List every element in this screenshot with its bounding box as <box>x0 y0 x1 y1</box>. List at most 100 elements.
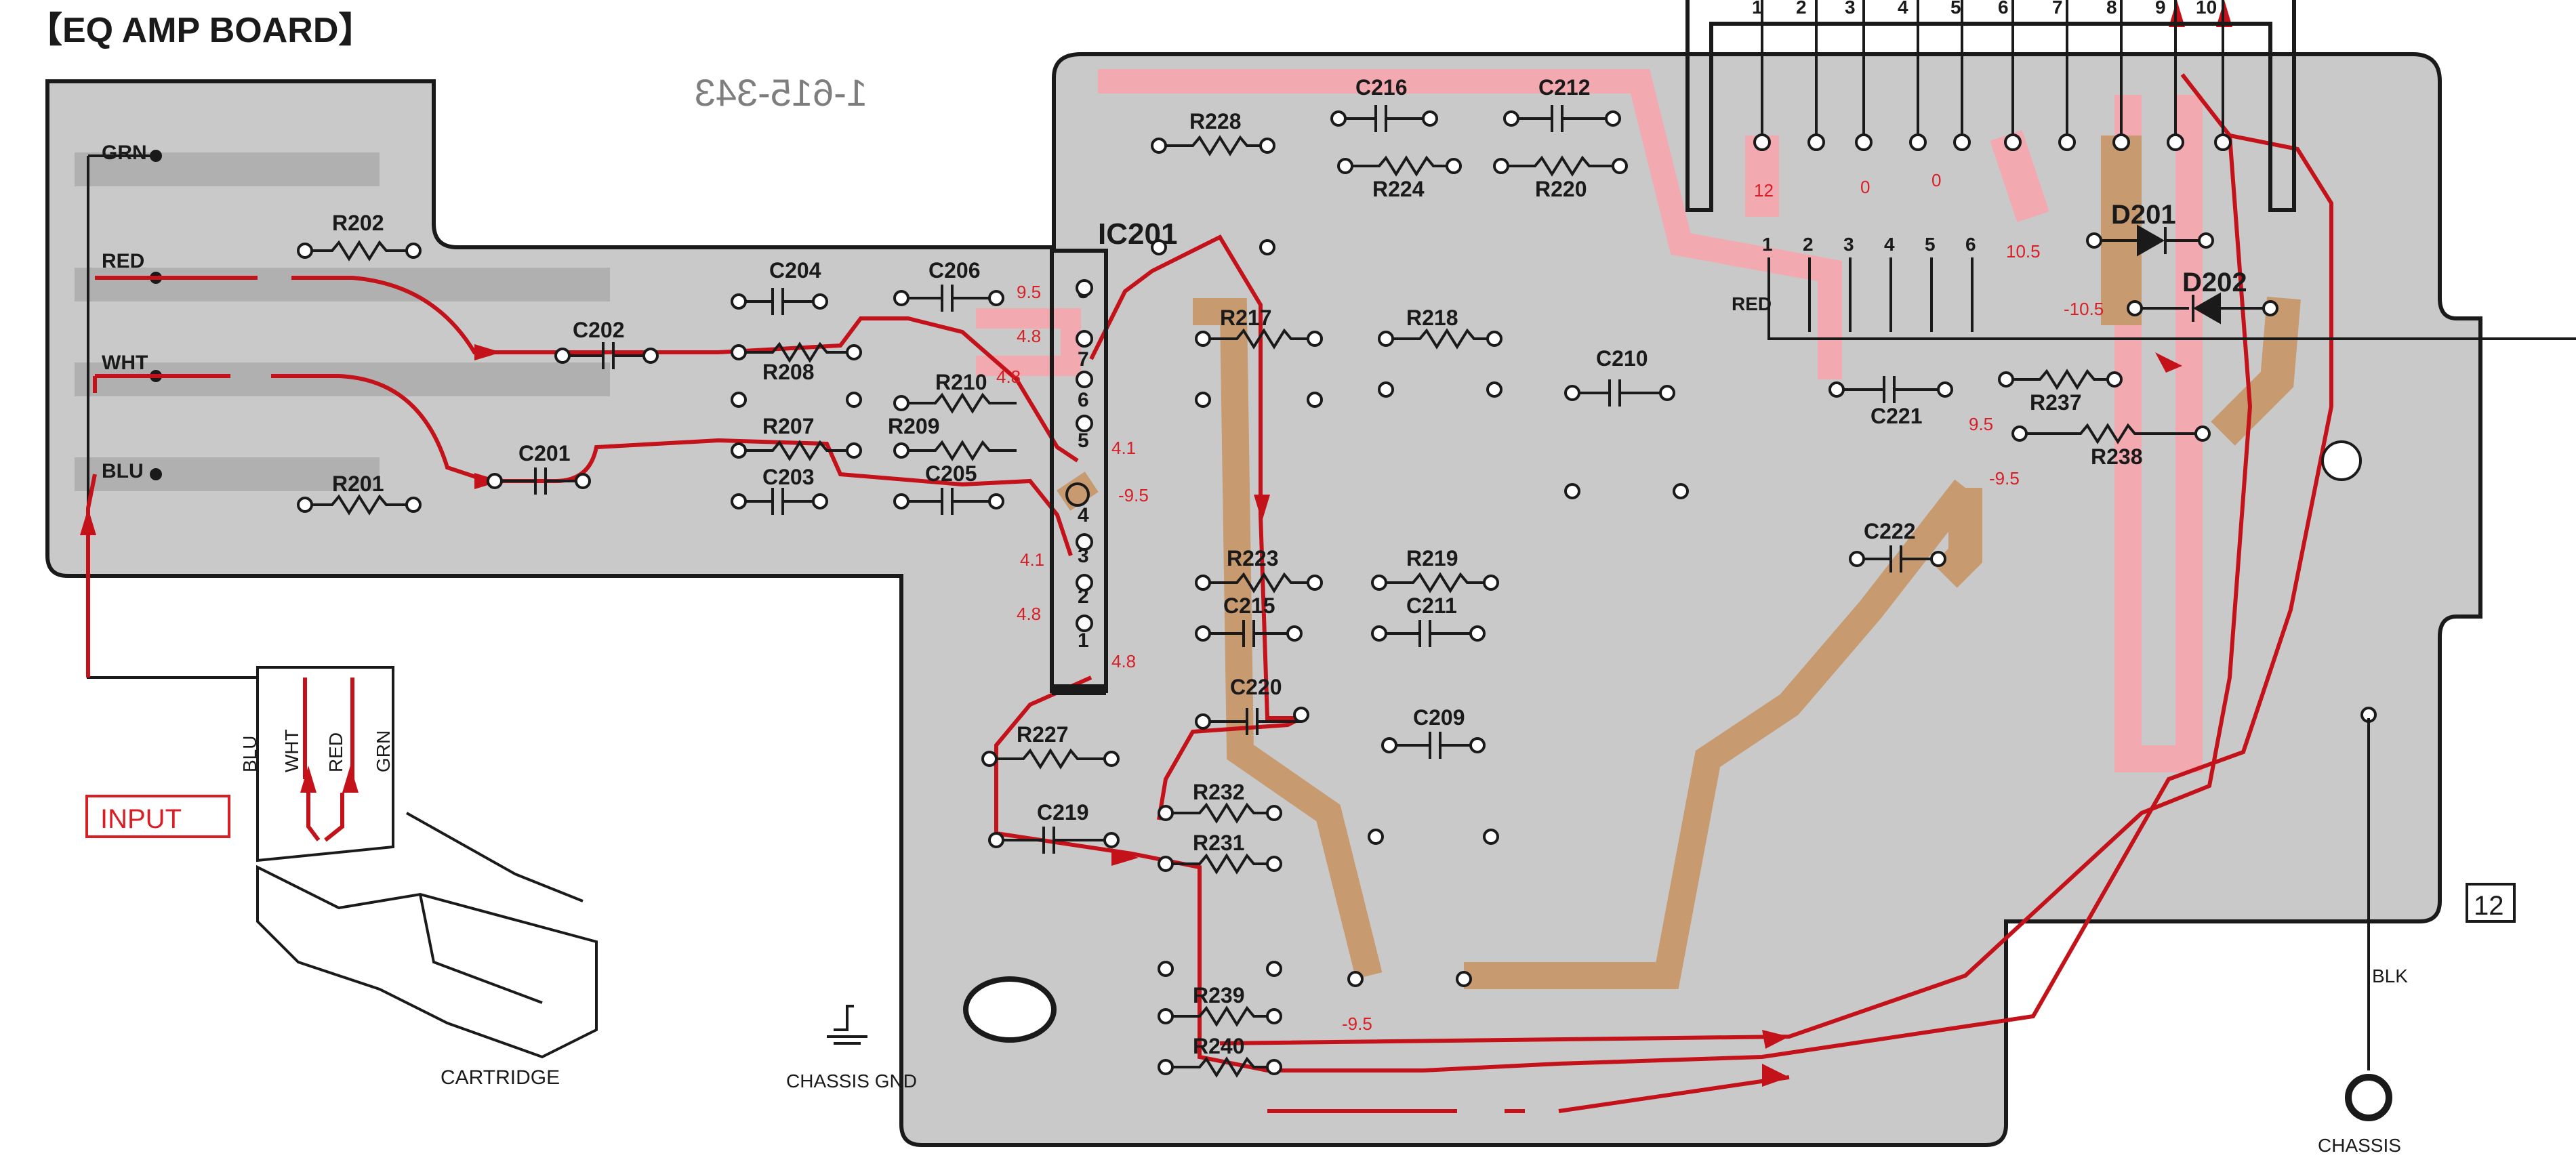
r218-label: R218 <box>1406 306 1458 330</box>
c222-label: C222 <box>1864 519 1916 543</box>
c201-label: C201 <box>518 441 571 465</box>
ic-pin-pad-3 <box>1076 533 1093 551</box>
signal-arrow-10 <box>2155 352 2182 373</box>
r239-label: R239 <box>1193 983 1245 1007</box>
c220-label: C220 <box>1230 675 1282 699</box>
wire-label-wht: WHT <box>102 352 148 374</box>
chassis-gnd-symbol <box>827 1005 867 1045</box>
signal-arrow-4 <box>1254 495 1270 522</box>
signal-red-path <box>95 276 1079 463</box>
ic-pin-pad-6 <box>1076 371 1093 388</box>
cartridge-signal-wires <box>303 678 354 842</box>
cartridge-body <box>256 812 598 1059</box>
wire-label-blu: BLU <box>102 460 144 482</box>
chassis-terminal <box>2345 1074 2392 1121</box>
c210-label: C210 <box>1596 346 1648 371</box>
input-box <box>85 795 230 838</box>
conn-pin-8: 8 <box>2106 0 2117 18</box>
red-label-conn: RED <box>1732 293 1772 314</box>
c212-label: C212 <box>1538 75 1591 100</box>
c206-label: C206 <box>928 258 981 283</box>
conn-pin-10: 10 <box>2196 0 2217 18</box>
c205-label: C205 <box>925 461 977 486</box>
c211-label: C211 <box>1406 594 1457 618</box>
capacitor-symbols <box>495 105 1945 854</box>
c215-label: C215 <box>1223 594 1275 618</box>
ic-pin-pad-1 <box>1076 615 1093 632</box>
conn-pin-4: 4 <box>1898 0 1908 18</box>
r217-label: R217 <box>1220 306 1272 330</box>
pink-trace-top <box>1098 69 1842 379</box>
wire-label-red: RED <box>102 250 144 272</box>
voltage-ic-pin8: 9.5 <box>1017 282 1041 302</box>
r223-label: R223 <box>1227 546 1279 570</box>
c216-label: C216 <box>1355 75 1408 100</box>
cartridge-wire-labels: BLU WHT RED GRN <box>239 729 394 772</box>
chassis-label: CHASSIS <box>2318 1135 2401 1156</box>
input-traces-bg <box>75 152 610 491</box>
ic-pin-5: 5 <box>1078 430 1089 452</box>
ic-pin-1: 1 <box>1078 629 1089 652</box>
component-pads <box>297 110 2377 1075</box>
connector-housing <box>1685 0 2296 212</box>
d201-label: D201 <box>2111 200 2176 230</box>
signal-ic-loop <box>1089 234 1263 515</box>
voltage-12: 12 <box>1754 180 1774 201</box>
signal-c220-loop <box>1157 514 1303 820</box>
d202-label: D202 <box>2182 268 2247 297</box>
voltage-ic-pin1: 4.8 <box>1111 651 1136 671</box>
blk-label: BLK <box>2372 965 2408 986</box>
signal-bottom-return <box>1219 73 2253 1045</box>
r202-label: R202 <box>332 211 384 235</box>
r227-label: R227 <box>1017 722 1069 747</box>
input-pad-grn <box>150 150 162 162</box>
voltage-0a: 0 <box>1860 177 1870 197</box>
pink-trace-ic <box>976 308 1081 376</box>
tan-trace-c222 <box>1933 488 1982 588</box>
r209-label: R209 <box>888 414 940 438</box>
r240-label: R240 <box>1193 1034 1245 1058</box>
signal-bottom-out <box>1267 1075 1790 1113</box>
mounting-hole-bl <box>963 976 1057 1043</box>
input-label: INPUT <box>100 804 182 834</box>
ic201-marker <box>1052 684 1106 695</box>
voltage-ic-pin7: 4.8 <box>1017 326 1041 346</box>
voltage-m105: -10.5 <box>2064 299 2104 319</box>
conn-lower-wires <box>1767 257 2576 340</box>
voltage-105: 10.5 <box>2006 241 2041 262</box>
conn-lower-3: 3 <box>1843 234 1854 255</box>
voltage-m95-r: -9.5 <box>1989 468 2020 488</box>
ic-pin-pad-7 <box>1076 330 1093 348</box>
r231-label: R231 <box>1193 831 1245 855</box>
conn-pin-3: 3 <box>1845 0 1856 18</box>
voltage-ic-pin2: 4.8 <box>1017 604 1041 624</box>
c203-label: C203 <box>762 465 815 489</box>
cart-wire-red: RED <box>325 732 346 772</box>
c204-label: C204 <box>769 258 821 283</box>
page-marker: 12 <box>2474 891 2504 921</box>
conn-pin-5: 5 <box>1950 0 1961 18</box>
r208-label: R208 <box>762 360 815 384</box>
page-marker-box <box>2466 883 2516 923</box>
r232-label: R232 <box>1193 780 1245 804</box>
cartridge-arrow-wht <box>300 766 316 793</box>
ic-pin-7: 7 <box>1078 348 1089 371</box>
voltage-ic-pin6: 4.8 <box>996 367 1021 387</box>
signal-arrow-5 <box>1111 848 1139 866</box>
tan-trace-r238 <box>2211 296 2301 446</box>
voltage-95-r: 9.5 <box>1969 414 1993 434</box>
r224-label: R224 <box>1372 177 1425 201</box>
conn-pin-9: 9 <box>2155 0 2166 18</box>
connector-pads <box>1753 133 2232 151</box>
signal-arrow-7 <box>1762 1064 1789 1087</box>
conn-pin-7: 7 <box>2052 0 2063 18</box>
ic-pin-6: 6 <box>1078 389 1089 411</box>
input-pad-blu <box>150 468 162 480</box>
signal-arrow-1 <box>474 344 502 360</box>
ic-pin-4: 4 <box>1078 504 1089 526</box>
page-title: 【EQ AMP BOARD】 <box>27 11 373 50</box>
cartridge-connector <box>256 666 394 862</box>
c221-label: C221 <box>1870 404 1923 428</box>
conn-lower-6: 6 <box>1965 234 1976 255</box>
